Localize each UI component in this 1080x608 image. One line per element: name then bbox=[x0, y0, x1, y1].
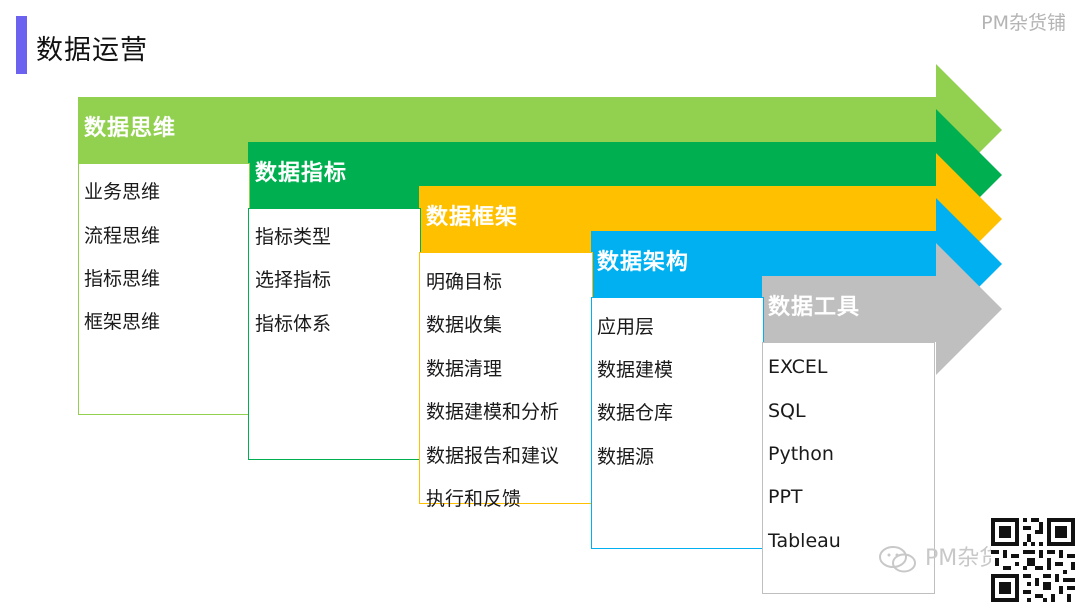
title-accent-bar bbox=[16, 16, 27, 74]
stage-3-item: 数据报告和建议 bbox=[426, 445, 560, 467]
stage-4-box bbox=[591, 297, 764, 549]
stage-1-item: 框架思维 bbox=[84, 311, 161, 333]
stage-1-item: 流程思维 bbox=[84, 225, 161, 247]
stage-2-item: 指标类型 bbox=[255, 226, 332, 248]
stage-5-box bbox=[762, 342, 935, 594]
stage-2-item: 指标体系 bbox=[255, 313, 332, 335]
stage-5-item: Tableau bbox=[768, 530, 841, 552]
stage-4-item: 数据仓库 bbox=[597, 402, 674, 424]
page-title: 数据运营 bbox=[36, 35, 148, 66]
stage-5-item: EXCEL bbox=[768, 356, 828, 378]
stage-1-label: 数据思维 bbox=[84, 116, 177, 141]
stage-3-box bbox=[419, 252, 593, 504]
stage-4-item: 数据源 bbox=[597, 446, 655, 468]
stage-2-label: 数据指标 bbox=[255, 161, 348, 186]
stage-5-item: Python bbox=[768, 443, 834, 465]
qr-code-icon bbox=[991, 518, 1075, 602]
stage-4-item: 应用层 bbox=[597, 316, 655, 338]
stage-3-item: 执行和反馈 bbox=[426, 488, 522, 510]
stage-1-item: 业务思维 bbox=[84, 181, 161, 203]
wechat-icon bbox=[879, 546, 916, 573]
stage-5-item: PPT bbox=[768, 486, 803, 508]
stage-5-item: SQL bbox=[768, 400, 806, 422]
stage-1-item: 指标思维 bbox=[84, 268, 161, 290]
stage-3-label: 数据框架 bbox=[426, 205, 519, 230]
stage-4-label: 数据架构 bbox=[597, 250, 690, 275]
stage-3-item: 数据清理 bbox=[426, 358, 503, 380]
stage-2-box bbox=[248, 208, 421, 460]
stage-2-item: 选择指标 bbox=[255, 269, 332, 291]
stage-4-item: 数据建模 bbox=[597, 359, 674, 381]
stage-5-label: 数据工具 bbox=[768, 295, 861, 320]
brand-label: PM杂货铺 bbox=[981, 12, 1066, 34]
stage-3-item: 数据收集 bbox=[426, 314, 503, 336]
stage-3-item: 数据建模和分析 bbox=[426, 401, 560, 423]
stage-3-item: 明确目标 bbox=[426, 271, 503, 293]
stage-1-box bbox=[78, 163, 250, 415]
